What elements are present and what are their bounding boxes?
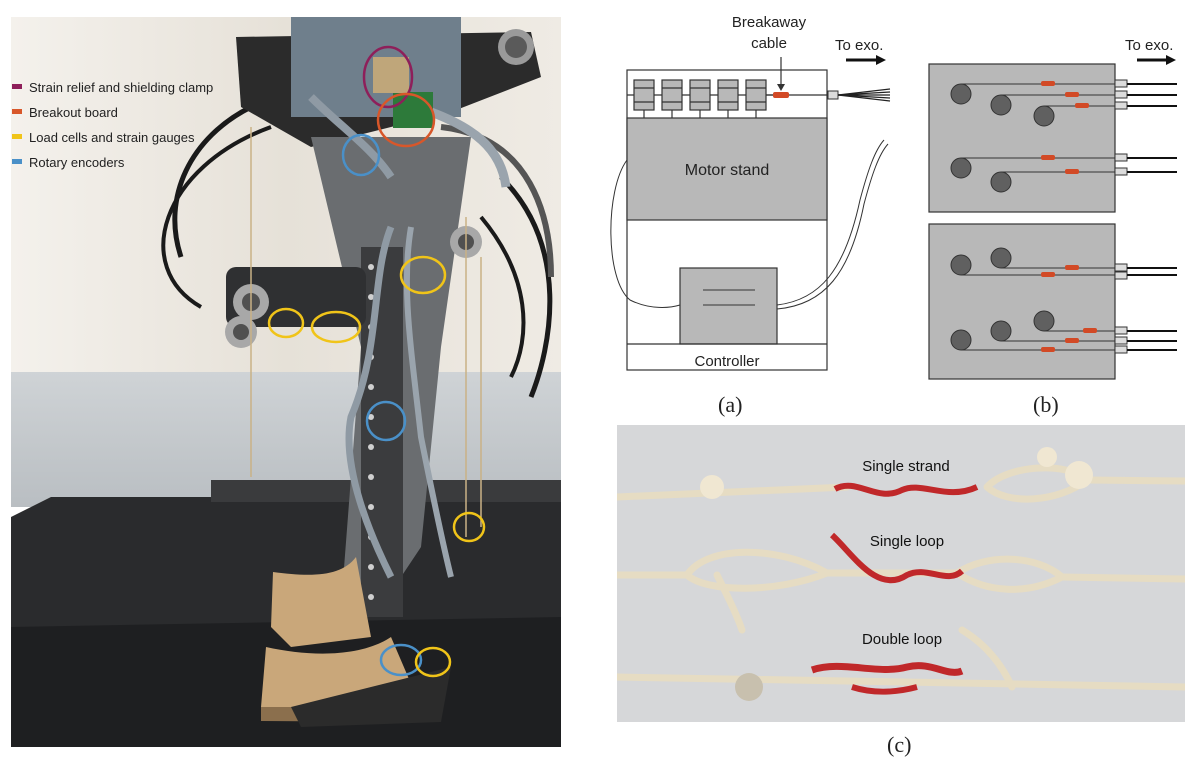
knots-photo: Single strand Single loop Double loop	[617, 425, 1185, 722]
breakaway-label-line1: Breakaway	[732, 14, 807, 31]
panel-a-diagram: Breakaway cable To exo. Motor stand Cont…	[610, 14, 891, 371]
legend-swatch-clamp	[12, 84, 22, 89]
controller-box	[679, 267, 778, 345]
legend-swatch-load-cells	[12, 134, 22, 139]
to-exo-label-b: To exo.	[1125, 37, 1173, 54]
knots-illustration: Single strand Single loop Double loop	[617, 425, 1185, 722]
controller-label: Controller	[694, 353, 759, 370]
to-exo-label-a: To exo.	[835, 37, 883, 54]
load-cell-marker-2	[267, 307, 305, 339]
motor-stand-label: Motor stand	[685, 162, 769, 179]
knot-label-single-strand: Single strand	[862, 458, 950, 475]
load-cell-marker-4	[452, 511, 486, 543]
routing-box-bottom	[928, 223, 1116, 380]
strain-relief-marker	[362, 45, 414, 109]
breakout-board-marker	[376, 92, 436, 148]
exoskeleton-illustration: Strain relief and shielding clamp Breako…	[11, 17, 561, 747]
legend-swatch-breakout	[12, 109, 22, 114]
encoder-marker-hip	[341, 133, 381, 177]
breakaway-cable-marker	[773, 92, 789, 98]
legend-label-encoders: Rotary encoders	[29, 155, 125, 170]
panel-b-diagram: To exo.	[928, 37, 1177, 380]
panel-c-caption: (c)	[887, 732, 912, 757]
motor-row	[627, 79, 775, 118]
panel-a-caption: (a)	[718, 392, 743, 417]
exoskeleton-photo: Strain relief and shielding clamp Breako…	[11, 17, 561, 747]
panel-b-caption: (b)	[1033, 392, 1059, 417]
load-cell-marker-3	[310, 310, 362, 344]
legend-label-load-cells: Load cells and strain gauges	[29, 130, 195, 145]
legend-swatch-encoders	[12, 159, 22, 164]
load-cell-marker-1	[399, 255, 447, 295]
legend: Strain relief and shielding clamp Breako…	[12, 80, 213, 170]
motor-stand-block	[626, 117, 828, 221]
legend-label-breakout: Breakout board	[29, 105, 118, 120]
knot-label-single-loop: Single loop	[870, 533, 944, 550]
knot-label-double-loop: Double loop	[862, 631, 942, 648]
legend-label-clamp: Strain relief and shielding clamp	[29, 80, 213, 95]
load-cell-marker-5	[414, 646, 452, 678]
breakaway-label-line2: cable	[751, 35, 787, 52]
encoder-marker-knee	[365, 400, 407, 442]
encoder-marker-ankle	[379, 643, 423, 677]
